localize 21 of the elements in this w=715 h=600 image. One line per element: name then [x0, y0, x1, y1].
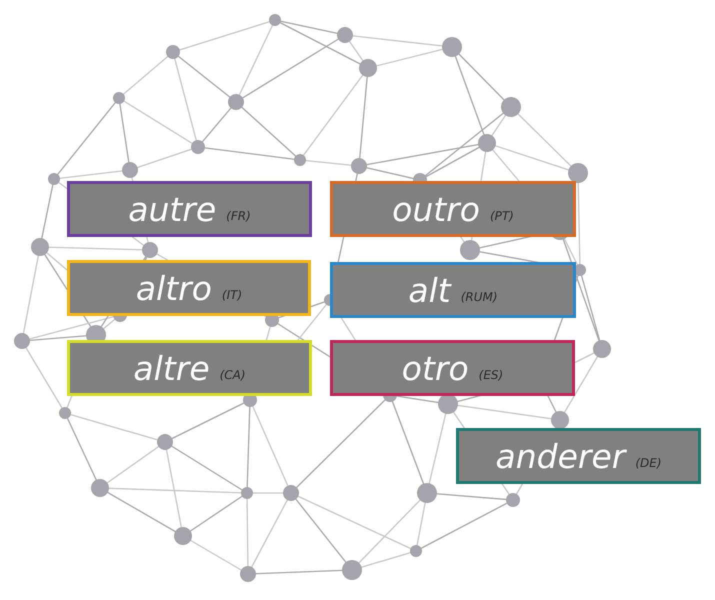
language-code: (IT) — [222, 288, 242, 302]
word-label: otro — [402, 348, 469, 388]
word-label: autre — [128, 190, 216, 228]
word-box — [330, 262, 576, 318]
word-box — [67, 181, 312, 237]
language-code: (ES) — [478, 368, 504, 382]
language-code: (DE) — [635, 456, 662, 470]
language-code: (FR) — [226, 209, 251, 223]
word-label: anderer — [495, 436, 626, 476]
word-label: altre — [133, 348, 210, 388]
word-label: outro — [392, 190, 480, 228]
word-box — [456, 428, 701, 484]
word-box — [330, 340, 575, 396]
language-code: (CA) — [220, 368, 246, 382]
word-label: alt — [408, 270, 451, 310]
word-box — [67, 260, 311, 316]
word-box — [67, 340, 312, 396]
language-code: (PT) — [490, 209, 514, 223]
word-label: altro — [136, 268, 212, 308]
language-code: (RUM) — [460, 290, 498, 304]
word-box — [330, 181, 576, 237]
